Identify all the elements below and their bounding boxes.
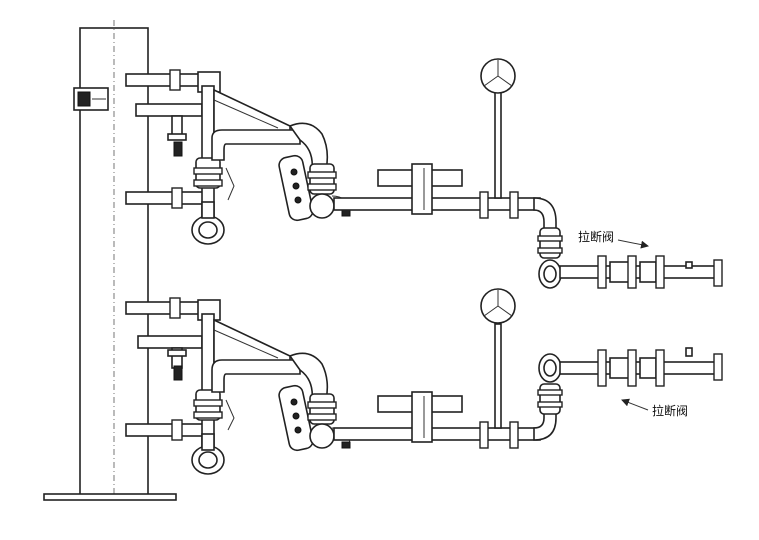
upper-loading-arm — [125, 58, 723, 289]
breakaway-valve-label-top: 拉断阀 — [578, 230, 615, 244]
lower-loading-arm — [125, 288, 723, 475]
breakaway-valve-label-bottom: 拉断阀 — [652, 404, 689, 418]
